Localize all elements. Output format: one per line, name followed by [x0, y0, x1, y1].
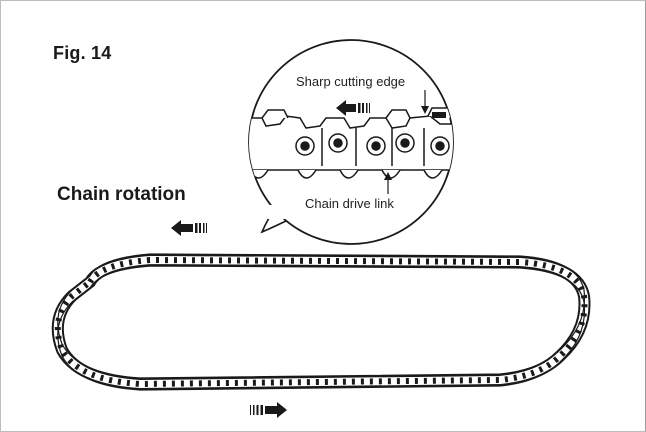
arrow-right-icon	[250, 402, 287, 418]
chain-rotation-label: Chain rotation	[57, 184, 186, 205]
arrow-left-icon	[336, 100, 370, 116]
drive-link-label: Chain drive link	[305, 196, 394, 211]
drive-link-pointer	[384, 172, 392, 194]
saw-chain-loop	[51, 253, 591, 391]
arrow-left-icon	[171, 220, 207, 236]
figure-title: Fig. 14	[53, 43, 112, 63]
cutting-edge-label: Sharp cutting edge	[296, 74, 406, 89]
magnified-chain	[249, 107, 453, 179]
cutting-edge-pointer	[421, 90, 429, 114]
